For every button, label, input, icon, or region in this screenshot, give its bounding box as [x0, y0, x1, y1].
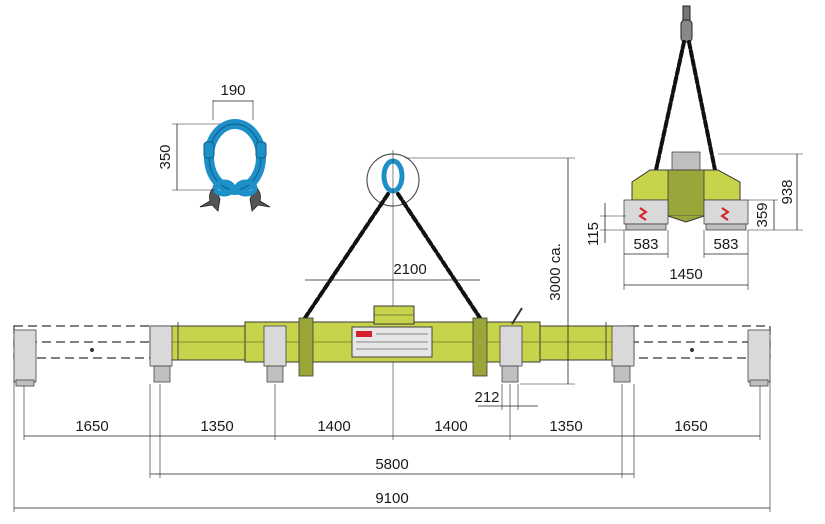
dim-chain-spread: 2100 [393, 261, 426, 278]
dim-extended-length: 9100 [375, 490, 408, 507]
dim-seg-inner-right: 1350 [549, 418, 582, 435]
dim-pad-offset: 212 [474, 389, 499, 406]
dim-shackle-height: 350 [157, 144, 174, 169]
dim-shackle-width: 190 [220, 82, 245, 99]
dim-side-total-width: 1450 [669, 266, 702, 283]
dim-seg-outer-right: 1650 [674, 418, 707, 435]
dim-base-length: 5800 [375, 456, 408, 473]
dim-side-pad-height: 359 [754, 202, 771, 227]
shackle-detail: 190 350 [157, 82, 271, 212]
side-view: 938 359 115 583 583 1450 [585, 5, 803, 290]
magnet-pads [149, 325, 635, 383]
dim-side-pad-bottom: 115 [585, 222, 602, 246]
front-view: 2100 3000 ca. 212 1650 1350 1400 1400 13… [13, 150, 771, 512]
dim-seg-inner-left: 1350 [200, 418, 233, 435]
dim-side-pad-width-right: 583 [713, 236, 738, 253]
dim-seg-center-right: 1400 [434, 418, 467, 435]
dim-lift-height: 3000 ca. [547, 243, 564, 301]
dim-seg-center-left: 1400 [317, 418, 350, 435]
dim-side-total-height: 938 [779, 179, 796, 204]
dim-seg-outer-left: 1650 [75, 418, 108, 435]
dim-side-pad-width-left: 583 [633, 236, 658, 253]
